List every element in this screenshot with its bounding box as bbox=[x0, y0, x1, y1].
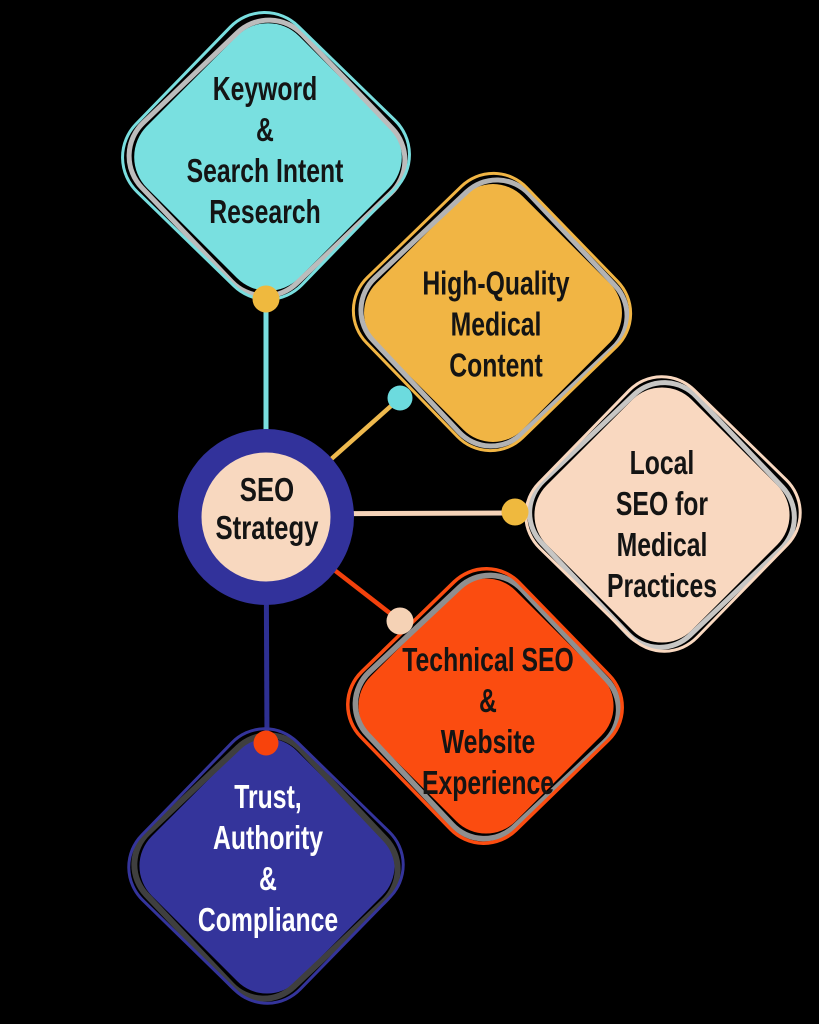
node-label-trust: Trust, Authority & Compliance bbox=[197, 778, 339, 938]
diamond-outline-accent bbox=[121, 11, 411, 301]
hub-label: SEO Strategy bbox=[215, 471, 319, 546]
node-label-local-seo: Local SEO for Medical Practices bbox=[606, 444, 718, 604]
node-label-keyword-research: Keyword & Search Intent Research bbox=[186, 70, 344, 230]
diamond-fill bbox=[364, 184, 622, 442]
diamond-fill bbox=[139, 738, 395, 994]
diamond-outline-gray bbox=[131, 732, 401, 1002]
diamond-outline-accent bbox=[351, 171, 633, 453]
connector-dot-keyword bbox=[252, 285, 280, 313]
node-shape-trust bbox=[127, 727, 405, 1005]
node-label-medical-content: High-Quality Medical Content bbox=[422, 264, 570, 384]
diamond-fill bbox=[534, 387, 790, 643]
diamond-fill bbox=[134, 23, 402, 291]
connector-dot-technical-seo bbox=[386, 607, 414, 635]
hub-shape bbox=[178, 429, 354, 605]
node-shape-medical-content bbox=[351, 171, 633, 453]
diamond-outline-gray bbox=[352, 572, 622, 842]
node-shape-local-seo bbox=[524, 375, 802, 653]
connector-dot-trust bbox=[253, 730, 279, 756]
diamond-fill bbox=[358, 578, 614, 834]
diamond-outline-accent bbox=[524, 375, 802, 653]
diamond-outline-gray bbox=[527, 380, 797, 650]
node-shape-keyword-research bbox=[121, 11, 411, 301]
diamond-outline-gray bbox=[126, 17, 408, 299]
connector-dots bbox=[252, 285, 529, 756]
diamond-outline-accent bbox=[127, 727, 405, 1005]
hub-fill bbox=[201, 452, 331, 582]
node-label-technical-seo: Technical SEO & Website Experience bbox=[402, 641, 574, 801]
connector-dot-local-seo bbox=[501, 498, 529, 526]
connector-dot-content bbox=[387, 385, 413, 411]
diamond-outline-gray bbox=[358, 177, 630, 449]
